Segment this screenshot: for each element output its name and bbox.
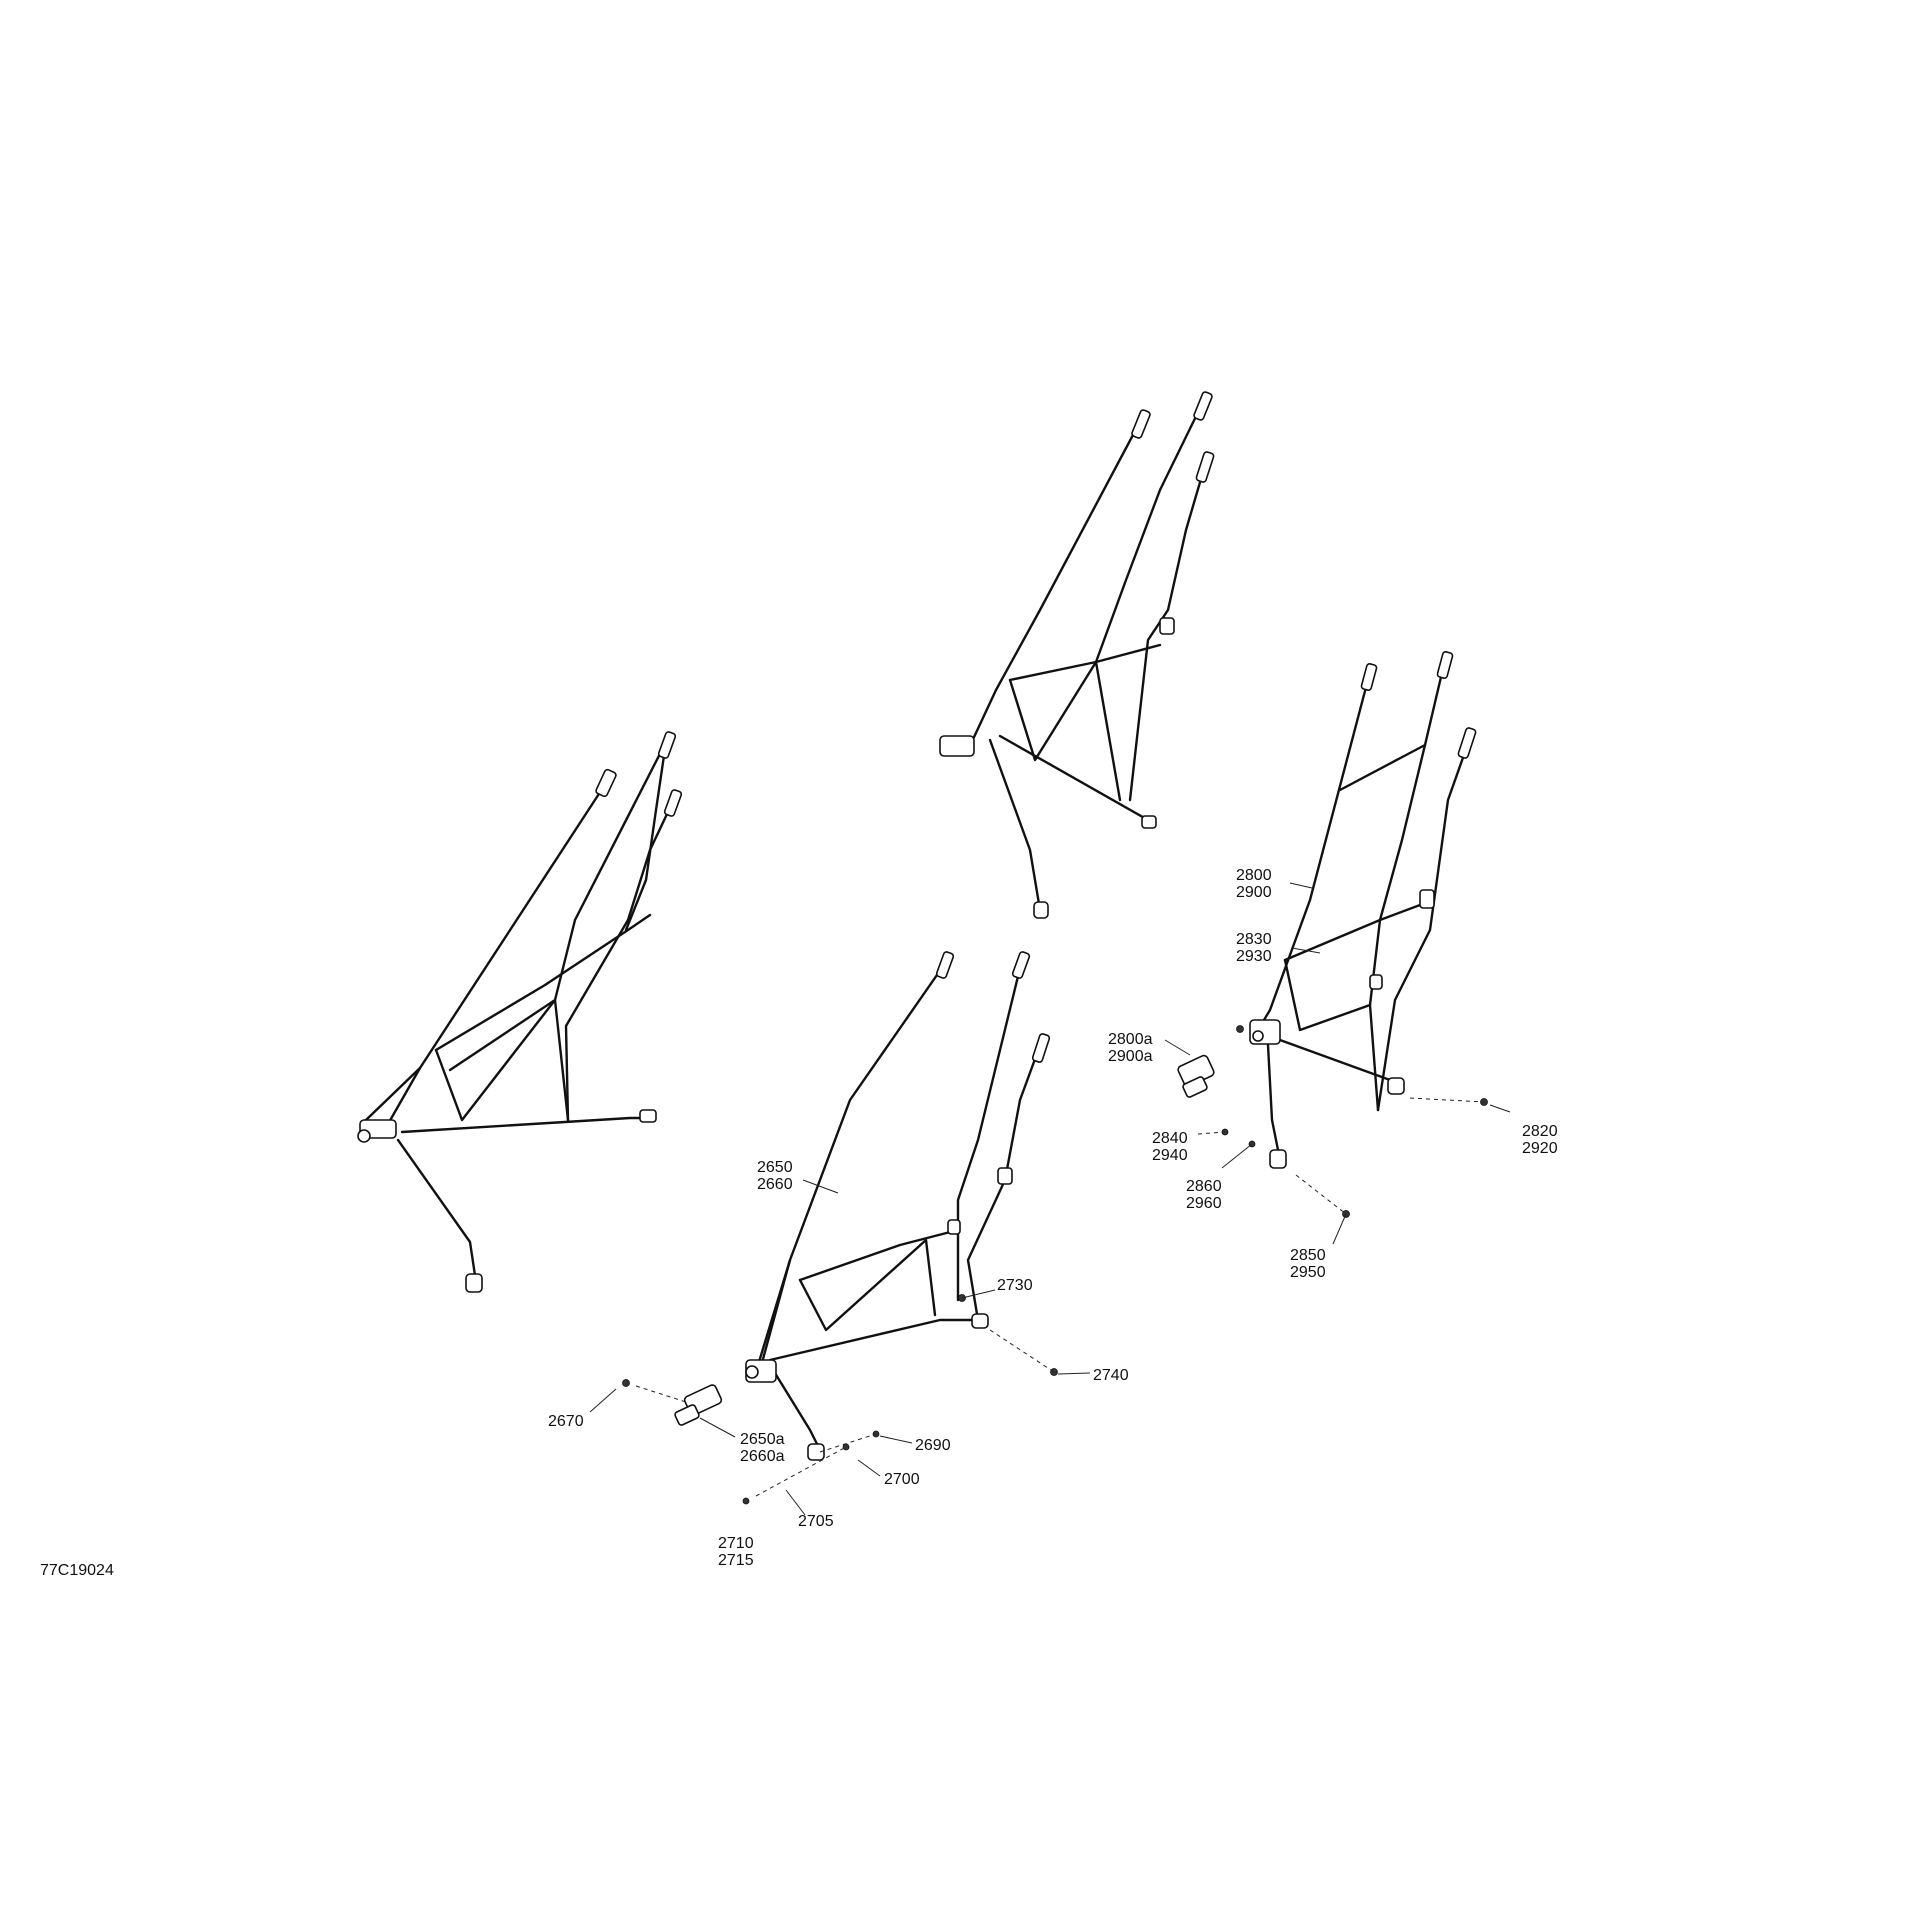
callout-line: 2800a [1108,1031,1153,1048]
callout-2700: 2700 [884,1471,920,1488]
callout-line: 2705 [798,1513,834,1530]
callout-line: 2730 [997,1277,1033,1294]
latch-2650a [674,1384,723,1426]
callout-line: 2800 [1236,867,1272,884]
callout-line: 2960 [1186,1195,1222,1212]
callout-line: 2840 [1152,1130,1188,1147]
callout-line: 2670 [548,1413,584,1430]
latch-2800a [1177,1054,1215,1098]
callout-line: 2900 [1236,884,1272,901]
callout-line: 2650 [757,1159,793,1176]
callout-2730: 2730 [997,1277,1033,1294]
callout-2740: 2740 [1093,1367,1129,1384]
door-frame-left [357,731,683,1293]
callout-2705: 2705 [798,1513,834,1530]
diagram-code: 77C19024 [40,1562,114,1579]
callout-line: 2700 [884,1471,920,1488]
callout-line: 2920 [1522,1140,1558,1157]
callout-2670: 2670 [548,1413,584,1430]
callout-line: 2715 [718,1552,754,1569]
callout-line: 2830 [1236,931,1272,948]
callout-line: 2690 [915,1437,951,1454]
callout-line: 2740 [1093,1367,1129,1384]
callout-line: 2950 [1290,1264,1326,1281]
callout-line: 2860 [1186,1178,1222,1195]
callout-line: 2940 [1152,1147,1188,1164]
callout-line: 2710 [718,1535,754,1552]
callout-line: 2660a [740,1448,785,1465]
callout-line: 2820 [1522,1123,1558,1140]
callout-line: 2930 [1236,948,1272,965]
callout-line: 2900a [1108,1048,1153,1065]
door-frame-right [1249,651,1477,1169]
callout-2690: 2690 [915,1437,951,1454]
callout-line: 2650a [740,1431,785,1448]
callout-line: 2660 [757,1176,793,1193]
door-frame-top [939,391,1215,919]
door-frame-bottom [745,951,1051,1461]
leader-lines [589,882,1511,1516]
callout-line: 2850 [1290,1247,1326,1264]
